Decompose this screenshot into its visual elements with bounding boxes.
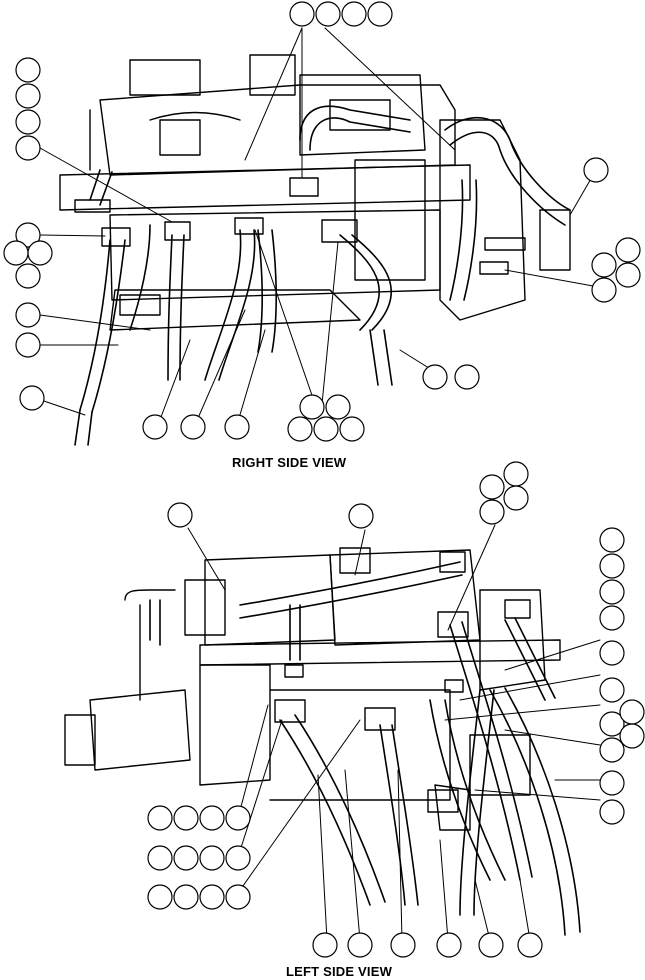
callout-circle [599, 770, 625, 796]
callout-circle [503, 461, 529, 487]
callout-circle [422, 364, 448, 390]
callout-circle [15, 135, 41, 161]
callout-circle [619, 723, 645, 749]
callout-circle [173, 845, 199, 871]
callout-circle [27, 240, 53, 266]
callout-circle [199, 884, 225, 910]
callout-circle [287, 416, 313, 442]
callout-circle [147, 845, 173, 871]
callout-circle [15, 332, 41, 358]
callout-circle [225, 805, 251, 831]
fittings-left [274, 599, 531, 813]
callout-circle [599, 711, 625, 737]
callout-circle [167, 502, 193, 528]
callout-circle [479, 499, 505, 525]
callout-circle [615, 262, 641, 288]
callout-circle [390, 932, 416, 958]
callout-circle [147, 884, 173, 910]
callout-circle [15, 302, 41, 328]
frame-left [64, 547, 561, 831]
callout-circle [591, 277, 617, 303]
callout-circle [341, 1, 367, 27]
right-side-view [59, 54, 571, 446]
callout-circle [225, 845, 251, 871]
callout-circle [503, 485, 529, 511]
callout-circle [599, 799, 625, 825]
frame-right [59, 54, 571, 331]
callout-circle [599, 677, 625, 703]
callout-circle [173, 884, 199, 910]
callout-circle [15, 222, 41, 248]
callout-circle [312, 932, 338, 958]
callout-circle [599, 640, 625, 666]
callout-circle [15, 263, 41, 289]
callout-circle [619, 699, 645, 725]
callout-circle [224, 414, 250, 440]
callout-circle [173, 805, 199, 831]
callout-circle [289, 1, 315, 27]
leader-lines-right [34, 27, 605, 426]
callout-circle [615, 237, 641, 263]
callout-circle [591, 252, 617, 278]
callout-circle [147, 805, 173, 831]
callout-circle [313, 416, 339, 442]
callouts [3, 1, 645, 958]
hoses-right [74, 105, 571, 446]
right-side-view-caption: RIGHT SIDE VIEW [232, 455, 347, 470]
callout-circle [339, 416, 365, 442]
callout-circle [15, 57, 41, 83]
callout-circle [15, 109, 41, 135]
callout-circle [367, 1, 393, 27]
callout-circle [436, 932, 462, 958]
callout-circle [599, 605, 625, 631]
left-side-view-caption: LEFT SIDE VIEW [286, 964, 393, 979]
callout-circle [142, 414, 168, 440]
callout-circle [325, 394, 351, 420]
left-side-view [64, 547, 581, 936]
callout-circle [454, 364, 480, 390]
callout-circle [180, 414, 206, 440]
callout-circle [15, 83, 41, 109]
callout-circle [199, 845, 225, 871]
callout-circle [517, 932, 543, 958]
fittings-right [74, 177, 526, 275]
callout-circle [479, 474, 505, 500]
leader-lines-left [187, 524, 601, 941]
callout-circle [3, 240, 29, 266]
callout-circle [315, 1, 341, 27]
callout-circle [599, 579, 625, 605]
callout-circle [599, 553, 625, 579]
callout-circle [299, 394, 325, 420]
callout-circle [347, 932, 373, 958]
callout-circle [583, 157, 609, 183]
callout-circle [599, 737, 625, 763]
callout-circle [478, 932, 504, 958]
callout-circle [348, 503, 374, 529]
callout-circle [225, 884, 251, 910]
callout-circle [19, 385, 45, 411]
callout-circle [599, 527, 625, 553]
callout-circle [199, 805, 225, 831]
